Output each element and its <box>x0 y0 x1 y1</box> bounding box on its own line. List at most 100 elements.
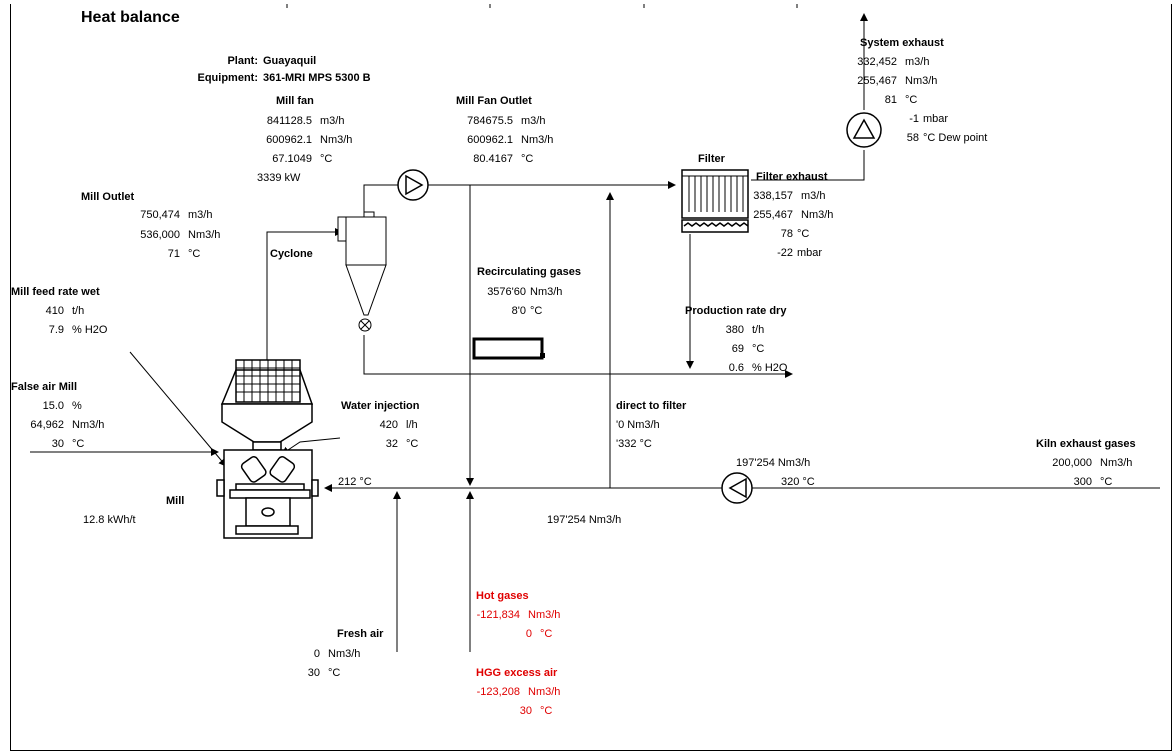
mill-icon[interactable] <box>216 359 319 539</box>
equipment-value: 361-MRI MPS 5300 B <box>263 72 371 84</box>
water-rate-unit: l/h <box>406 419 418 431</box>
system-exhaust-temp: 81 <box>884 94 897 106</box>
kiln-fan-temp: 320 °C <box>781 476 815 488</box>
mill-outlet-label: Mill Outlet <box>81 191 135 203</box>
cyclone-icon[interactable] <box>337 211 387 332</box>
mill-fan-power: 3339 kW <box>257 172 301 184</box>
hot-gases-temp: 0 <box>525 628 532 640</box>
water-temp: 32 <box>385 438 398 450</box>
feed-moisture-unit: % H2O <box>72 324 108 336</box>
system-exhaust-flow-unit: m3/h <box>905 56 930 68</box>
mill-fan-flow-unit: m3/h <box>320 115 345 127</box>
mill-fan-temp-unit: °C <box>320 153 333 165</box>
false-air-pct-unit: % <box>72 400 82 412</box>
kiln-fan-icon[interactable] <box>721 472 753 504</box>
exhaust-fan-icon[interactable] <box>846 112 882 148</box>
mill-energy: 12.8 kWh/t <box>83 514 136 526</box>
mill-fan-outlet-norm-unit: Nm3/h <box>521 134 554 146</box>
feed-label: Mill feed rate wet <box>11 286 100 298</box>
direct-filter-label: direct to filter <box>616 400 687 412</box>
system-exhaust-dew-unit: °C Dew point <box>923 132 988 144</box>
mill-outlet-norm-unit: Nm3/h <box>188 229 221 241</box>
feed-rate: 410 <box>45 305 64 317</box>
system-exhaust-pressure: -1 <box>909 113 919 125</box>
filter-exhaust-temp-unit: °C <box>797 228 810 240</box>
equipment-label: Equipment: <box>197 72 259 84</box>
false-air-pct: 15.0 <box>42 400 64 412</box>
false-air-norm-unit: Nm3/h <box>72 419 105 431</box>
system-exhaust-flow: 332,452 <box>857 56 897 68</box>
production-rate: 380 <box>725 324 744 336</box>
production-rate-unit: t/h <box>752 324 765 336</box>
water-rate: 420 <box>379 419 398 431</box>
hot-gases-label: Hot gases <box>476 590 529 602</box>
feed-rate-unit: t/h <box>72 305 85 317</box>
fresh-air-temp: 30 <box>307 667 320 679</box>
water-label: Water injection <box>341 400 420 412</box>
hot-gases-norm-flow: -121,834 <box>476 609 520 621</box>
hot-gases-temp-unit: °C <box>540 628 553 640</box>
direct-filter-temp: '332 °C <box>616 438 652 450</box>
plant-label: Plant: <box>227 55 258 67</box>
kiln-label: Kiln exhaust gases <box>1036 438 1136 450</box>
mill-outlet-norm-flow: 536,000 <box>140 229 180 241</box>
mill-fan-temp: 67.1049 <box>272 153 312 165</box>
direct-filter-norm-flow: '0 Nm3/h <box>616 419 660 431</box>
system-exhaust-norm-flow: 255,467 <box>857 75 897 87</box>
false-air-temp-unit: °C <box>72 438 85 450</box>
filter-exhaust-flow: 338,157 <box>753 190 793 202</box>
production-moisture: 0.6 <box>728 362 744 374</box>
kiln-temp-unit: °C <box>1100 476 1113 488</box>
fresh-air-temp-unit: °C <box>328 667 341 679</box>
filter-exhaust-norm-flow: 255,467 <box>753 209 793 221</box>
mill-fan-label: Mill fan <box>276 95 314 107</box>
system-exhaust-label: System exhaust <box>860 37 944 49</box>
production-temp-unit: °C <box>752 343 765 355</box>
production-label: Production rate dry <box>685 305 787 317</box>
false-air-label: False air Mill <box>11 381 78 393</box>
feed-moisture: 7.9 <box>48 324 64 336</box>
mill-outlet-temp-unit: °C <box>188 248 201 260</box>
system-exhaust-temp-unit: °C <box>905 94 918 106</box>
hgg-excess-temp-unit: °C <box>540 705 553 717</box>
mill-fan-norm-flow: 600962.1 <box>266 134 312 146</box>
mill-fan-outlet-flow: 784675.5 <box>467 115 513 127</box>
mill-fan-outlet-temp-unit: °C <box>521 153 534 165</box>
filter-icon[interactable] <box>681 169 749 233</box>
system-exhaust-pressure-unit: mbar <box>923 113 949 125</box>
mill-fan-outlet-label: Mill Fan Outlet <box>456 95 532 107</box>
mill-fan-icon[interactable] <box>397 169 429 201</box>
fresh-air-norm-unit: Nm3/h <box>328 648 361 660</box>
recirculating-temp: 8'0 <box>511 305 526 317</box>
filter-exhaust-pressure-unit: mbar <box>797 247 823 259</box>
filter-exhaust-norm-unit: Nm3/h <box>801 209 834 221</box>
filter-label: Filter <box>698 153 725 165</box>
production-temp: 69 <box>731 343 744 355</box>
mill-fan-norm-unit: Nm3/h <box>320 134 353 146</box>
filter-exhaust-label: Filter exhaust <box>756 171 828 183</box>
mill-outlet-duct <box>266 228 343 362</box>
page-title: Heat balance <box>81 9 180 26</box>
cyclone-label: Cyclone <box>270 248 313 260</box>
filter-exhaust-pressure: -22 <box>777 247 793 259</box>
recirculating-damper[interactable] <box>472 337 544 360</box>
system-exhaust-dew: 58 <box>906 132 919 144</box>
mill-fan-outlet-temp: 80.4167 <box>473 153 513 165</box>
mill-feed-line <box>129 351 227 467</box>
recirculating-norm-flow: 3576'60 <box>487 286 526 298</box>
system-exhaust-norm-unit: Nm3/h <box>905 75 938 87</box>
hgg-excess-norm-flow: -123,208 <box>476 686 520 698</box>
water-temp-unit: °C <box>406 438 419 450</box>
hot-gases-norm-unit: Nm3/h <box>528 609 561 621</box>
kiln-fan-norm-flow: 197'254 Nm3/h <box>736 457 811 469</box>
bypass-norm-flow: 197'254 Nm3/h <box>547 514 622 526</box>
hgg-excess-label: HGG excess air <box>476 667 558 679</box>
mill-inlet-temp: 212 °C <box>338 476 372 488</box>
mill-fan-outlet-flow-unit: m3/h <box>521 115 546 127</box>
mill-fan-outlet-norm-flow: 600962.1 <box>467 134 513 146</box>
mill-outlet-temp: 71 <box>167 248 180 260</box>
recirculating-label: Recirculating gases <box>477 266 581 278</box>
kiln-temp: 300 <box>1073 476 1092 488</box>
kiln-norm-unit: Nm3/h <box>1100 457 1133 469</box>
